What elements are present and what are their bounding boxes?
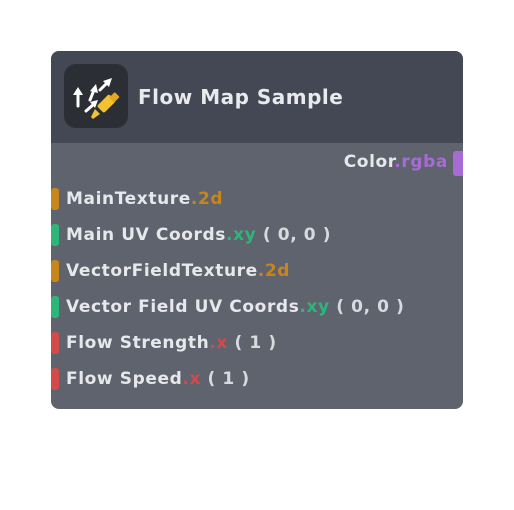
input-port-connector[interactable] — [51, 224, 59, 246]
input-port-label: VectorFieldTexture.2d — [66, 261, 291, 281]
input-port-label: Flow Strength.x ( 1 ) — [66, 333, 277, 353]
output-port-connector[interactable] — [453, 151, 463, 176]
input-port-label: MainTexture.2d — [66, 189, 224, 209]
input-port-connector[interactable] — [51, 332, 59, 354]
output-port-label: Color.rgba — [343, 152, 448, 172]
node-title: Flow Map Sample — [138, 85, 344, 109]
input-default-value: ( 0, 0 ) — [262, 225, 332, 245]
input-port-label: Vector Field UV Coords.xy ( 0, 0 ) — [66, 297, 405, 317]
input-port-connector[interactable] — [51, 260, 59, 282]
flow-map-icon — [64, 64, 128, 128]
node-header[interactable]: Flow Map Sample — [51, 51, 463, 143]
input-port-connector[interactable] — [51, 188, 59, 210]
input-port-connector[interactable] — [51, 296, 59, 318]
input-port-connector[interactable] — [51, 368, 59, 390]
input-default-value: ( 1 ) — [234, 333, 277, 353]
input-default-value: ( 1 ) — [207, 369, 250, 389]
input-default-value: ( 0, 0 ) — [336, 297, 405, 317]
input-port-label: Main UV Coords.xy ( 0, 0 ) — [66, 225, 332, 245]
output-swizzle: .rgba — [394, 152, 448, 172]
flow-map-sample-node[interactable]: Flow Map Sample Color.rgba MainTexture.2… — [51, 51, 463, 409]
output-port-color[interactable]: Color.rgba — [51, 144, 463, 180]
input-port-label: Flow Speed.x ( 1 ) — [66, 369, 250, 389]
